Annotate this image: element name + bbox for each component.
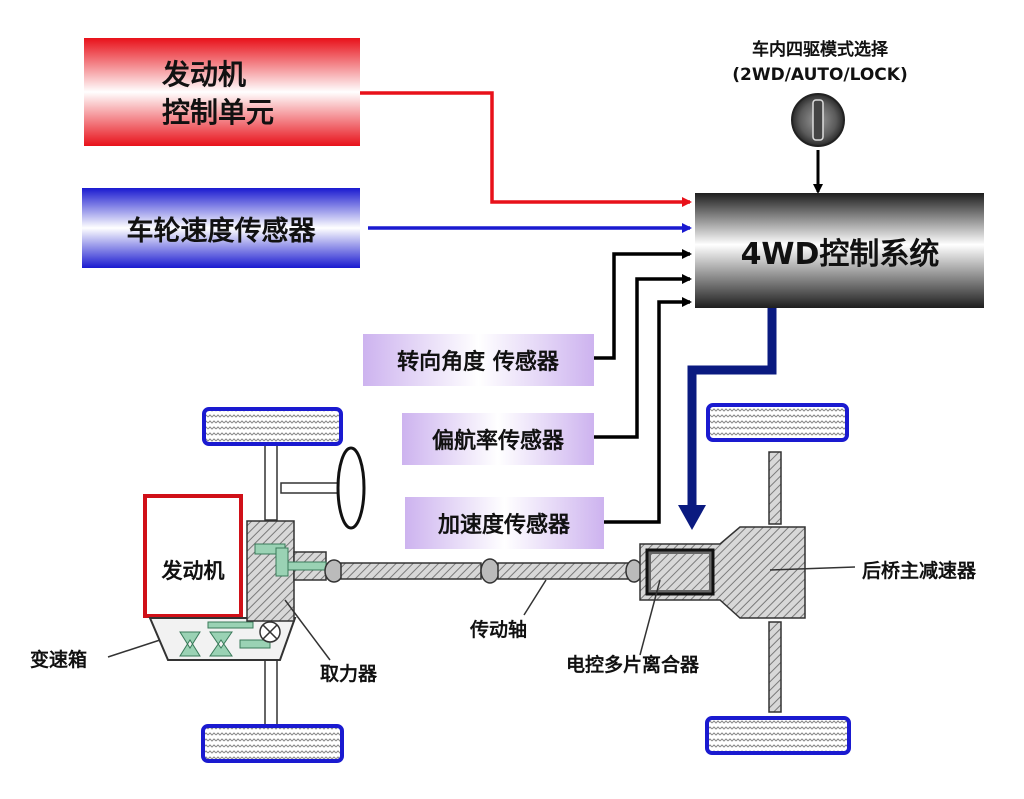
engine-ecu-line2: 控制单元 — [162, 96, 274, 129]
control-output-line — [687, 308, 777, 512]
yaw-signal-line — [594, 274, 692, 439]
control-system-box: 4WD控制系统 — [695, 193, 984, 308]
pto-leader — [284, 599, 331, 661]
engine-block: 发动机 — [143, 494, 243, 618]
front-right-wheel — [201, 724, 344, 763]
wheel-speed-sensor-label: 车轮速度传感器 — [127, 215, 317, 247]
gearbox — [148, 617, 297, 661]
steering-wheel-icon — [280, 446, 366, 530]
control-output-arrow — [678, 505, 706, 530]
engine-ecu-box: 发动机 控制单元 — [84, 38, 360, 146]
wheel-speed-sensor-box: 车轮速度传感器 — [82, 188, 360, 268]
yaw-sensor-box: 偏航率传感器 — [402, 413, 594, 465]
mode-selector: 车内四驱模式选择 (2WD/AUTO/LOCK) — [732, 39, 908, 194]
clutch-label: 电控多片离合器 — [566, 653, 700, 676]
driveshaft-label: 传动轴 — [469, 618, 527, 641]
mode-selector-title: 车内四驱模式选择 — [752, 39, 889, 60]
accel-sensor-label: 加速度传感器 — [437, 512, 571, 538]
mode-selector-modes: (2WD/AUTO/LOCK) — [732, 65, 907, 85]
rear-diff-label: 后桥主减速器 — [862, 559, 977, 582]
steering-sensor-label: 转向角度 传感器 — [397, 349, 560, 375]
rear-diff-leader — [769, 566, 856, 571]
gearbox-label: 变速箱 — [30, 648, 87, 671]
engine-ecu-line1: 发动机 — [161, 58, 246, 91]
yaw-sensor-label: 偏航率传感器 — [432, 428, 565, 454]
pto-label: 取力器 — [320, 662, 378, 685]
accel-sensor-box: 加速度传感器 — [405, 497, 604, 549]
knob-grip — [812, 99, 824, 141]
front-axle — [201, 407, 344, 763]
engine-label: 发动机 — [161, 559, 225, 583]
rear-diff-housing — [639, 526, 806, 619]
steering-sensor-box: 转向角度 传感器 — [363, 334, 594, 386]
rear-right-wheel — [705, 716, 851, 755]
front-left-wheel — [202, 407, 343, 446]
rear-axle — [705, 403, 851, 755]
clutch-leader — [639, 579, 661, 656]
driveshaft — [324, 558, 643, 584]
rear-left-wheel — [706, 403, 849, 442]
accel-signal-line — [604, 297, 692, 524]
ecu-signal-line — [360, 91, 692, 207]
steering-signal-line — [594, 249, 692, 360]
transfer-case — [246, 520, 327, 622]
control-system-label: 4WD控制系统 — [741, 237, 940, 272]
driveshaft-leader — [523, 579, 547, 616]
gearbox-leader — [107, 639, 161, 658]
